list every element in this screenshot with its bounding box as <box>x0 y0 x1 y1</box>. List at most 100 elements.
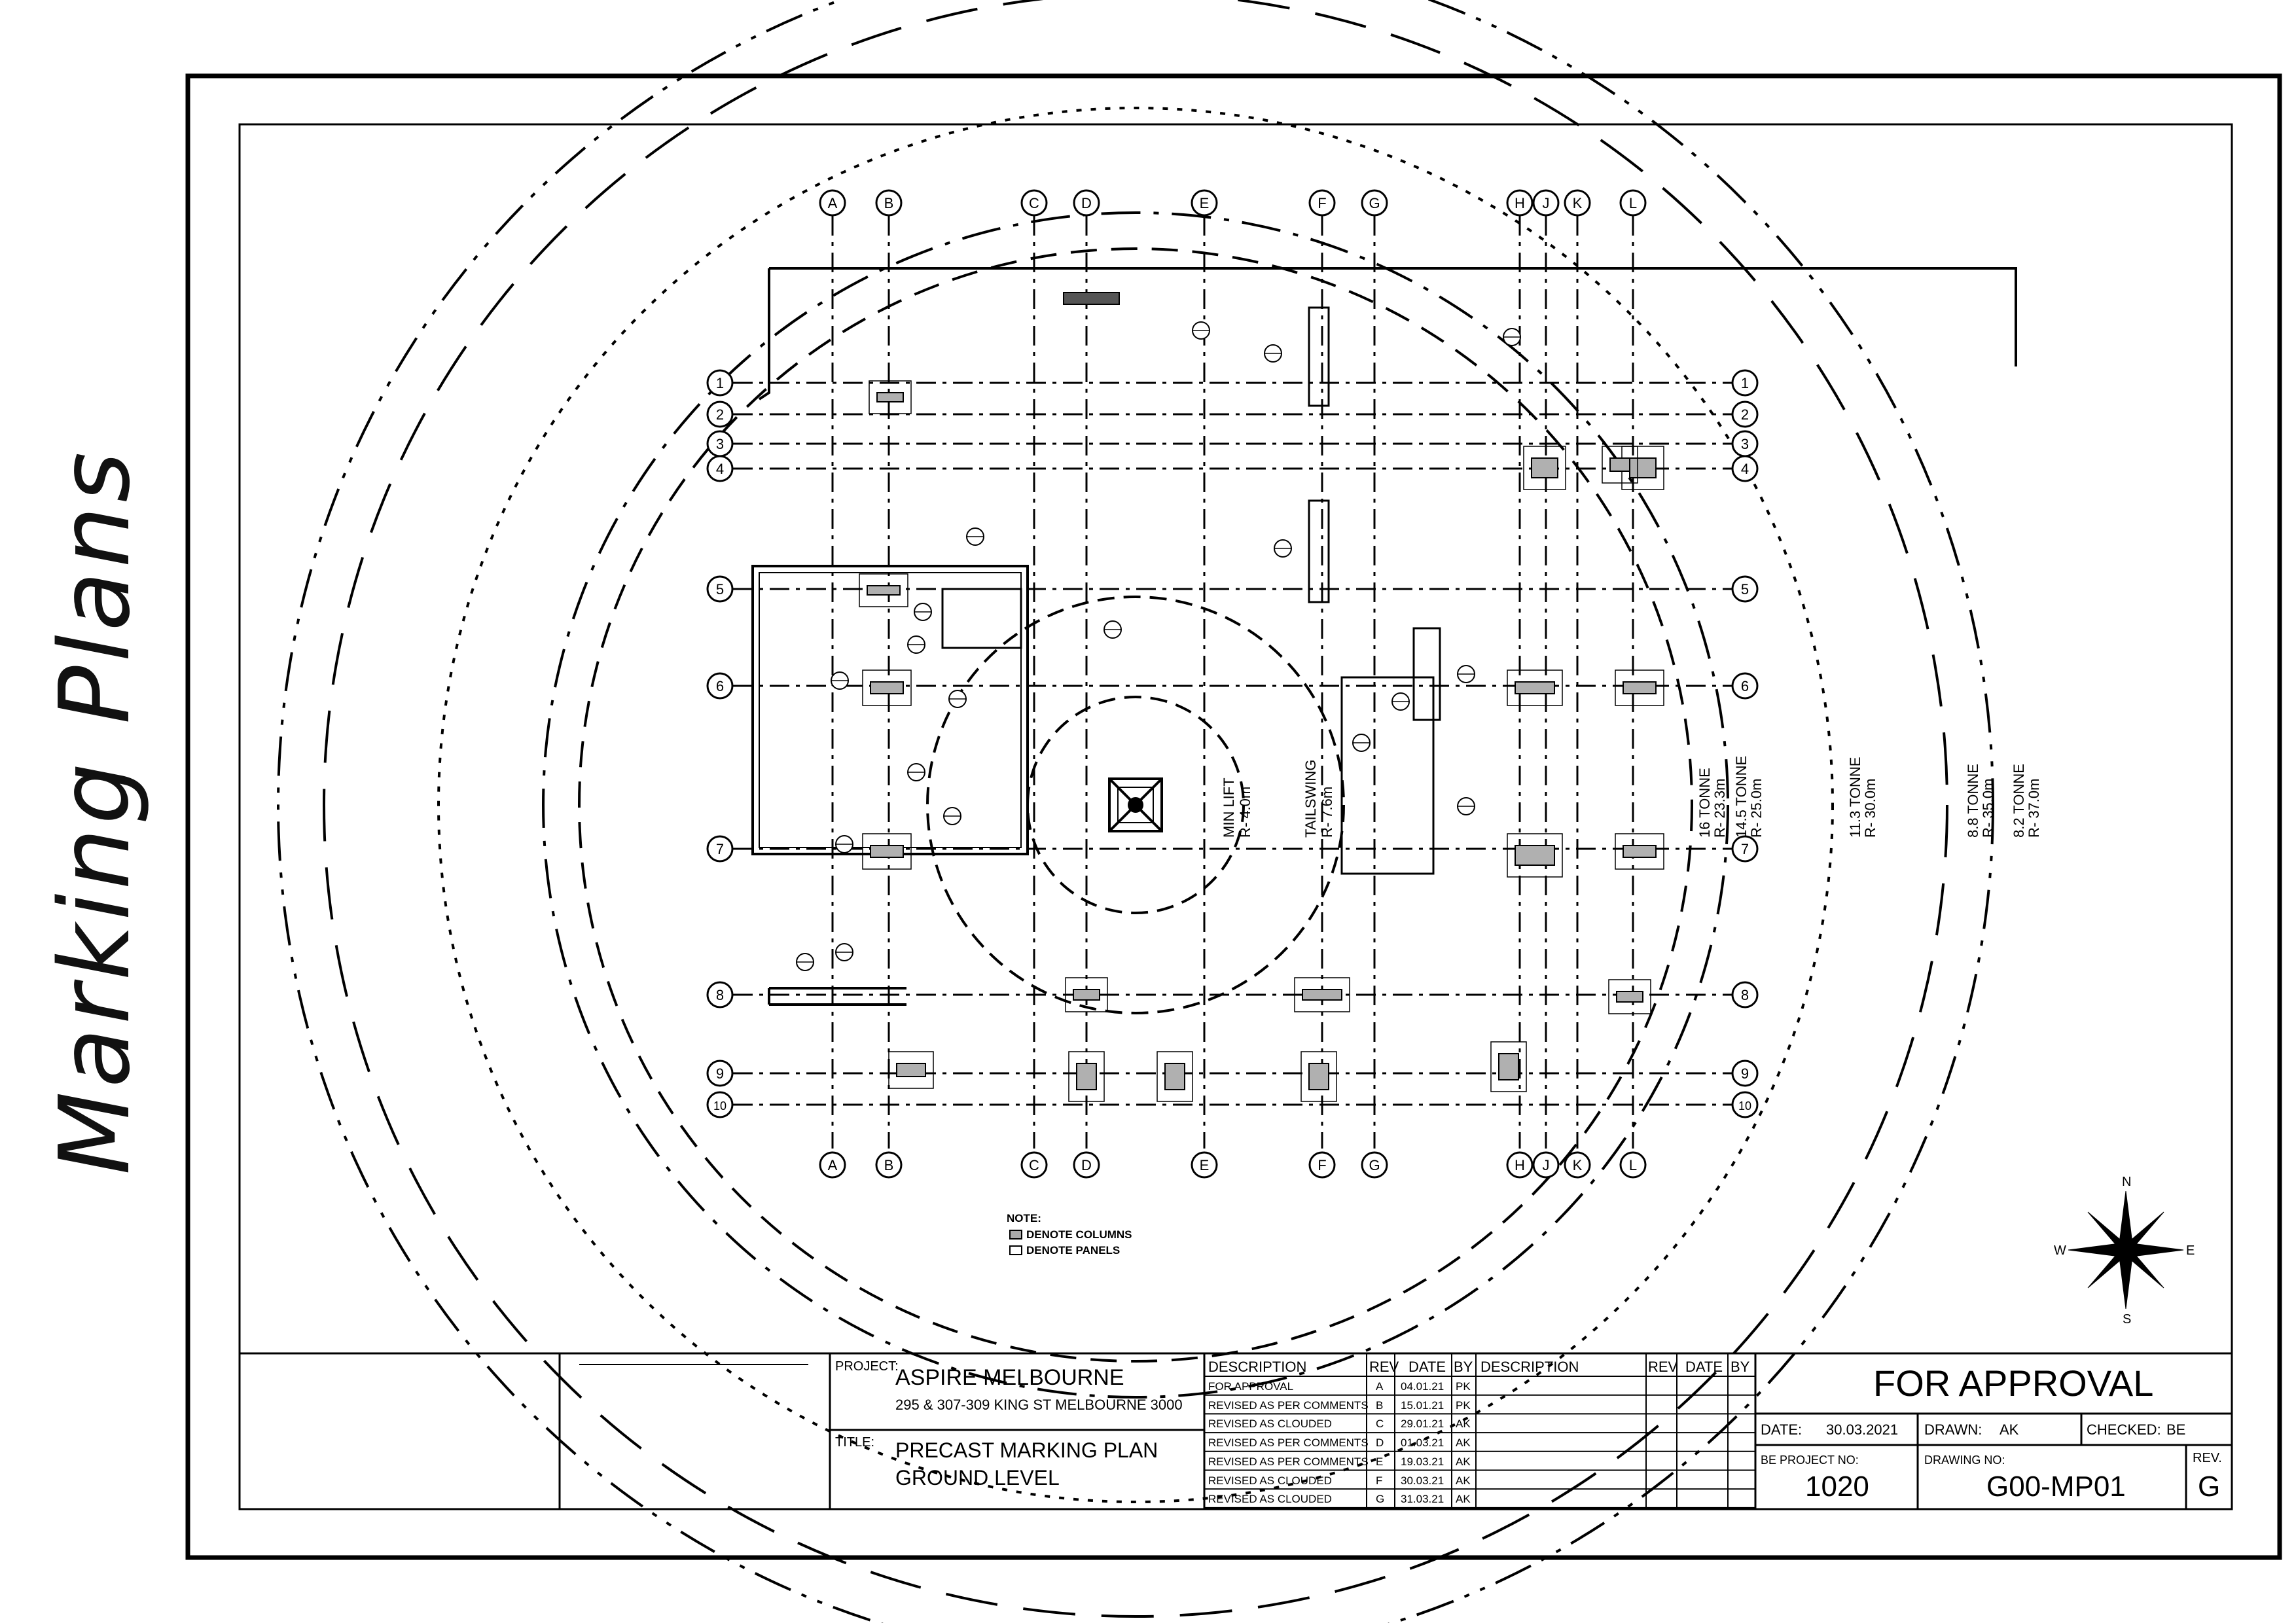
revision-by: PK <box>1456 1399 1471 1412</box>
legend-column-symbol <box>1009 1230 1022 1240</box>
precast-panel-outline <box>1507 833 1563 878</box>
rev-header-rev-2: REV <box>1648 1359 1678 1375</box>
revision-rev: B <box>1376 1399 1384 1412</box>
checked-label: CHECKED: <box>2087 1421 2161 1438</box>
grid-bubble-row-2-right: 2 <box>1731 401 1759 428</box>
project-name: ASPIRE MELBOURNE <box>895 1365 1124 1390</box>
grid-label-col: F <box>1318 195 1326 211</box>
precast-panel-outline <box>862 669 912 706</box>
grid-label-col: G <box>1369 1157 1380 1173</box>
revision-date: 30.03.21 <box>1401 1474 1444 1487</box>
precast-panel-outline <box>1507 669 1563 706</box>
grid-bubble-L-top: L <box>1619 189 1647 217</box>
revision-date: 04.01.21 <box>1401 1380 1444 1393</box>
grid-label-row: 6 <box>716 678 724 694</box>
radius-circle-35m <box>323 0 1948 1618</box>
grid-bubble-D-bottom: D <box>1073 1151 1100 1179</box>
rev-header-rev: REV <box>1369 1359 1399 1375</box>
revision-by: AK <box>1456 1418 1471 1431</box>
radius-circle-23m <box>578 247 1693 1363</box>
grid-label-row: 4 <box>716 461 724 477</box>
grid-label-col: C <box>1029 1157 1039 1173</box>
revision-description: REVISED AS CLOUDED <box>1208 1418 1332 1431</box>
grid-bubble-row-3-right: 3 <box>1731 430 1759 457</box>
revision-rev: D <box>1376 1436 1384 1450</box>
grid-label-col: H <box>1515 1157 1525 1173</box>
date-value: 30.03.2021 <box>1826 1421 1899 1438</box>
note-title: NOTE: <box>1007 1212 1041 1224</box>
title-line1: PRECAST MARKING PLAN <box>895 1438 1158 1462</box>
min-lift-label: MIN LIFT <box>1221 777 1237 838</box>
title-label: TITLE: <box>835 1435 875 1450</box>
grid-label-col: C <box>1029 195 1039 211</box>
note-panels: DENOTE PANELS <box>1026 1244 1121 1257</box>
grid-bubble-F-top: F <box>1308 189 1336 217</box>
revision-by: AK <box>1456 1455 1471 1468</box>
grid-bubble-row-4-right: 4 <box>1731 455 1759 482</box>
project-label: PROJECT: <box>835 1359 899 1374</box>
compass-rose: N S E W <box>2054 1175 2195 1327</box>
project-no-label: BE PROJECT NO: <box>1761 1454 1859 1467</box>
compass-n: N <box>2122 1175 2131 1189</box>
grid-label-row: 10 <box>713 1099 726 1113</box>
grid-bubble-F-bottom: F <box>1308 1151 1336 1179</box>
radius-circle-30m <box>437 107 1834 1503</box>
revision-date: 01.03.21 <box>1401 1436 1444 1450</box>
rev-header-description-2: DESCRIPTION <box>1480 1359 1579 1375</box>
precast-panel-outline <box>1523 446 1566 490</box>
grid-label-row: 6 <box>1741 678 1749 694</box>
grid-bubble-H-bottom: H <box>1506 1151 1534 1179</box>
precast-column <box>1308 1063 1329 1090</box>
precast-column <box>1629 457 1657 478</box>
revision-date: 19.03.21 <box>1401 1455 1444 1468</box>
revision-description: REVISED AS PER COMMENTS <box>1208 1436 1369 1450</box>
grid-bubble-K-top: K <box>1564 189 1591 217</box>
grid-bubble-row-5-right: 5 <box>1731 575 1759 603</box>
rev-header-date-2: DATE <box>1685 1359 1723 1375</box>
grid-bubble-row-9-right: 9 <box>1731 1060 1759 1087</box>
precast-panel-outline <box>1615 669 1664 706</box>
capacity-11t-radius: R- 30.0m <box>1862 779 1878 838</box>
grid-label-row: 8 <box>1741 987 1749 1003</box>
revision-by: PK <box>1456 1380 1471 1393</box>
precast-panel-outline <box>1157 1051 1193 1102</box>
drawing-no-label: DRAWING NO: <box>1924 1454 2005 1467</box>
grid-label-row: 8 <box>716 987 724 1003</box>
grid-bubble-K-bottom: K <box>1564 1151 1591 1179</box>
inner-border <box>238 123 2233 1510</box>
grid-label-row: 1 <box>716 375 724 391</box>
grid-bubble-row-2-left: 2 <box>706 401 734 428</box>
grid-bubble-J-top: J <box>1532 189 1560 217</box>
precast-panel-outline <box>869 380 912 414</box>
status-text: FOR APPROVAL <box>1873 1363 2154 1404</box>
min-lift-radius: R- 4.0m <box>1237 787 1253 838</box>
precast-column <box>1498 1053 1519 1080</box>
grid-label-row: 10 <box>1738 1099 1751 1113</box>
precast-panel-outline <box>1608 979 1651 1014</box>
revision-description: REVISED AS PER COMMENTS <box>1208 1455 1369 1468</box>
grid-bubble-C-top: C <box>1020 189 1048 217</box>
precast-column <box>896 1063 926 1077</box>
crane-radius-circles <box>277 0 1994 1623</box>
grid-bubble-row-8-left: 8 <box>706 981 734 1008</box>
project-no: 1020 <box>1805 1471 1869 1503</box>
precast-column <box>1609 457 1630 472</box>
grid-label-col: H <box>1515 195 1525 211</box>
grid-label-row: 3 <box>1741 436 1749 452</box>
grid-label-col: K <box>1573 195 1583 211</box>
grid-bubble-L-bottom: L <box>1619 1151 1647 1179</box>
grid-label-row: 2 <box>1741 406 1749 423</box>
project-address: 295 & 307-309 KING ST MELBOURNE 3000 <box>895 1397 1183 1413</box>
grid-bubble-E-top: E <box>1191 189 1218 217</box>
grid-label-row: 5 <box>1741 581 1749 597</box>
precast-column <box>1623 845 1657 858</box>
precast-members <box>796 292 1664 1102</box>
precast-panel-outline <box>862 833 912 870</box>
grid-bubble-row-3-left: 3 <box>706 430 734 457</box>
radius-circle-37m <box>277 0 1994 1623</box>
grid-label-col: E <box>1200 195 1210 211</box>
precast-column <box>870 681 904 694</box>
grid-bubble-row-7-right: 7 <box>1731 835 1759 863</box>
outer-border <box>185 73 2282 1560</box>
grid-label-col: A <box>828 1157 838 1173</box>
